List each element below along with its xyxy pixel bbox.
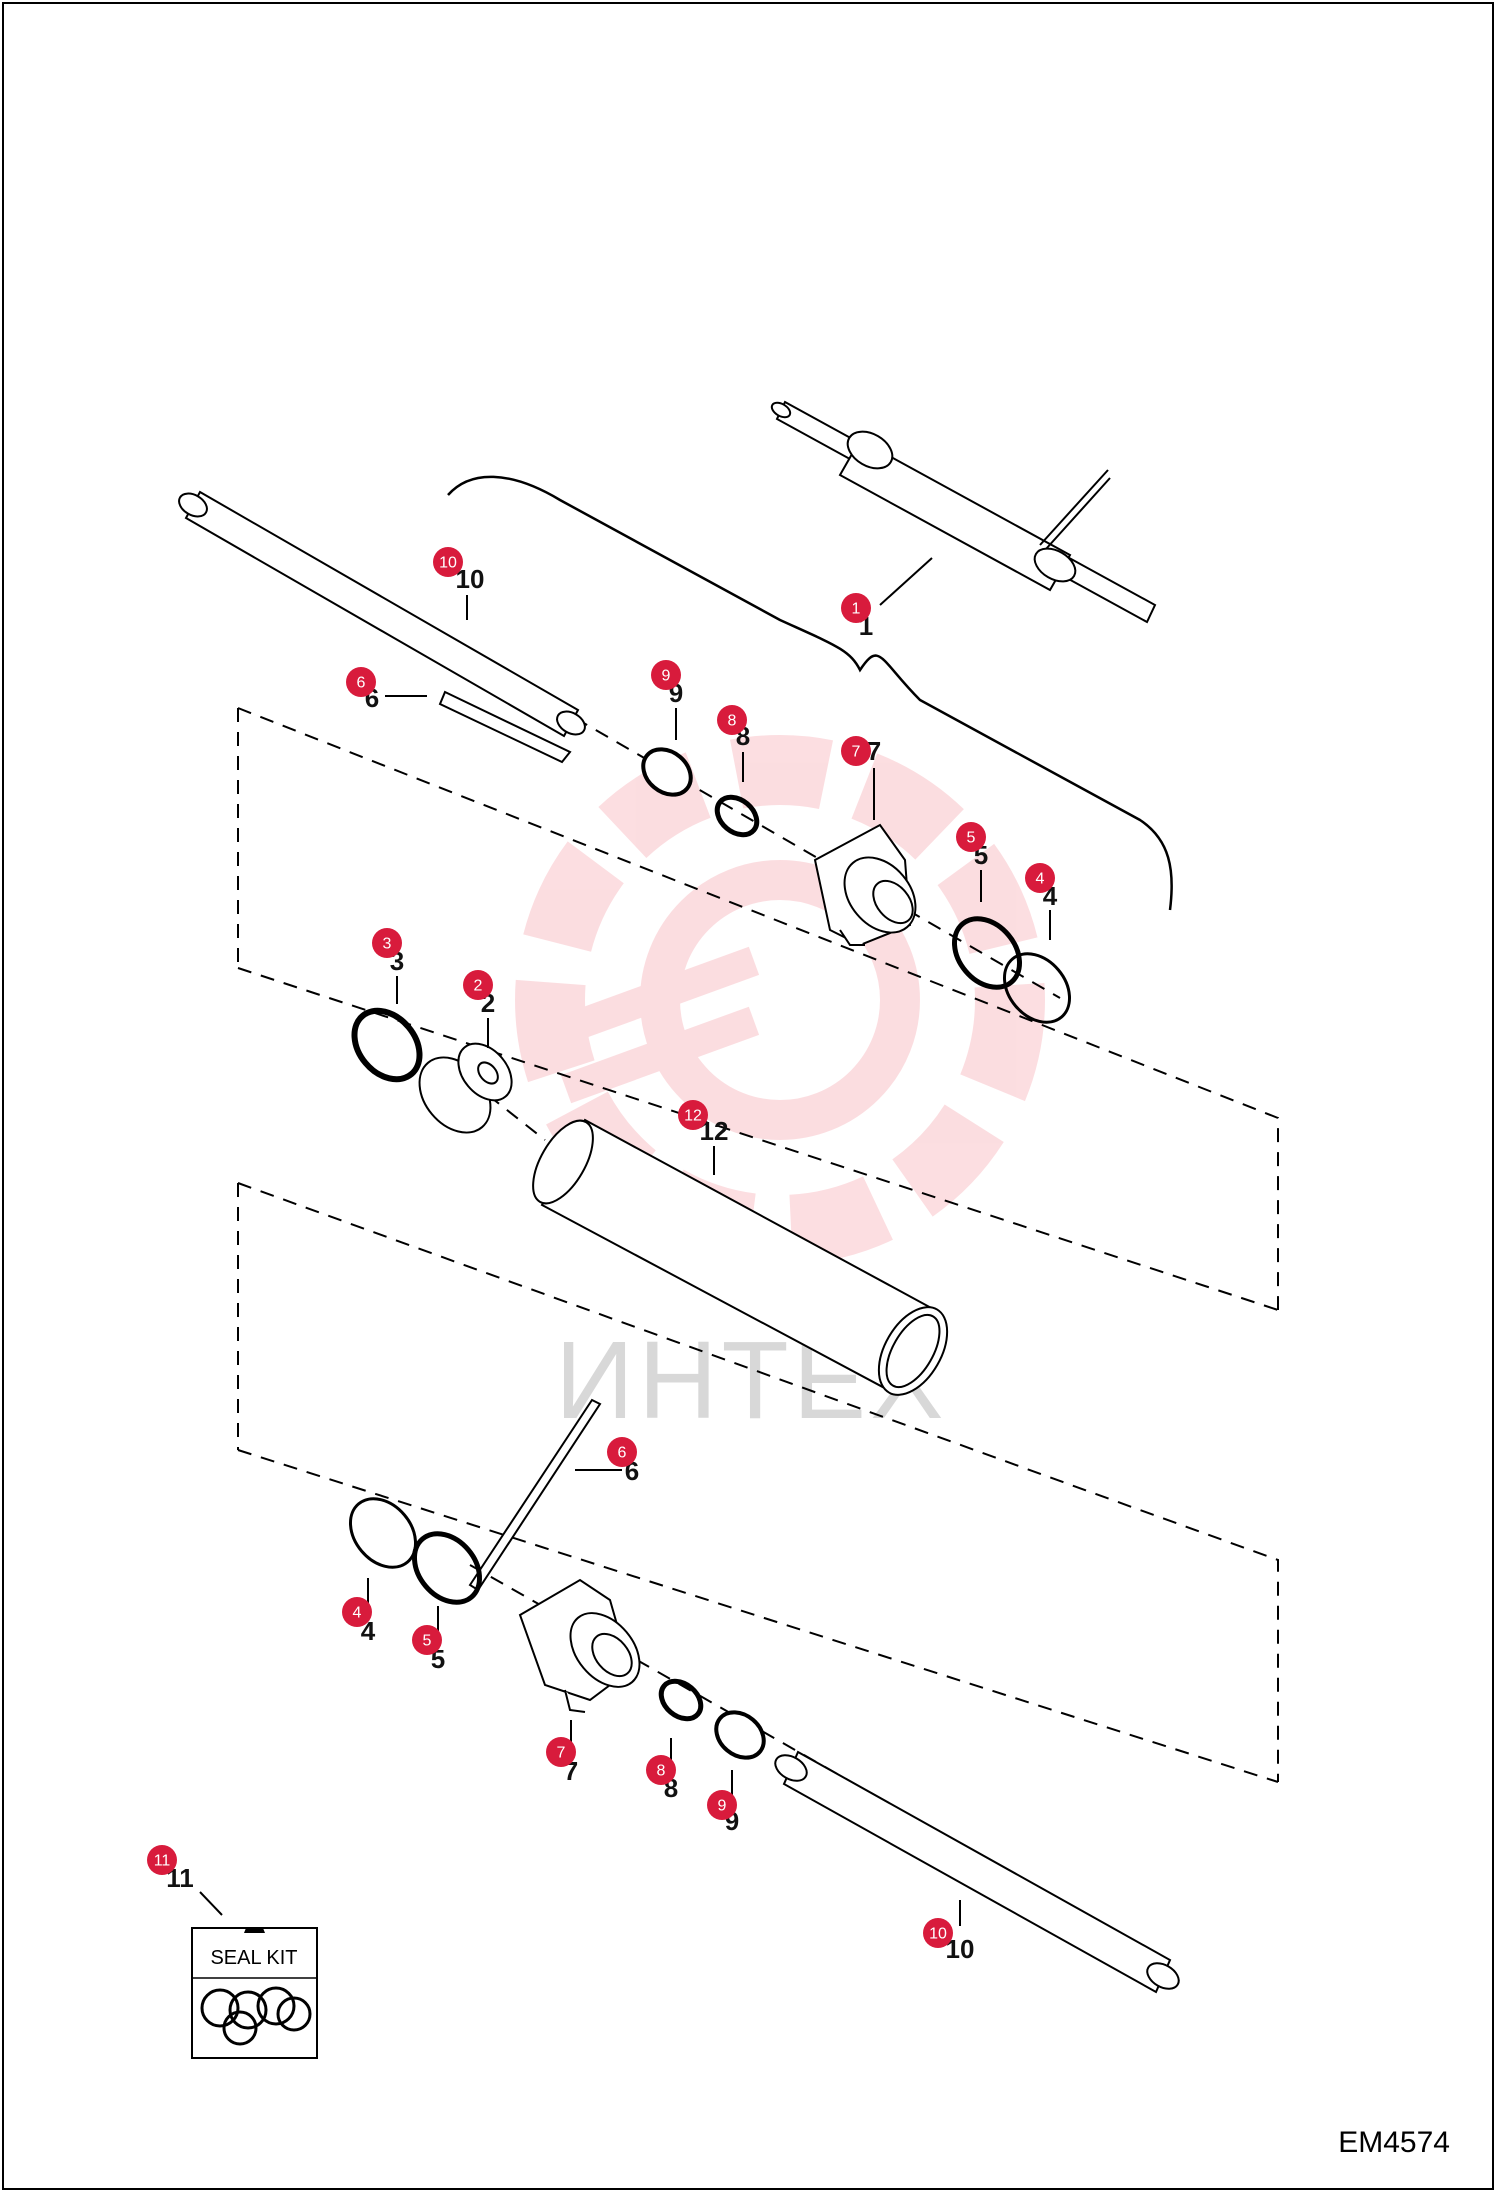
- callout-badge-number: 4: [1036, 871, 1045, 888]
- callout-badge: [546, 1737, 576, 1767]
- seal-kit-label: SEAL KIT: [210, 1947, 297, 1969]
- callout-badge: [607, 1437, 637, 1467]
- callout-c8a: 88: [717, 705, 750, 782]
- leader-line: [199, 1891, 223, 1916]
- key-wire-upper: [438, 690, 572, 764]
- cylinder-barrel: [532, 1118, 949, 1396]
- seal-kit-box: SEAL KIT: [191, 1927, 318, 2059]
- callout-badge-number: 9: [718, 1798, 727, 1815]
- callout-badge-number: 5: [967, 830, 976, 847]
- callout-badge-number: 8: [657, 1763, 666, 1780]
- callout-badge: [956, 822, 986, 852]
- backup-ring-4a: [1002, 952, 1072, 1024]
- piston-rod-upper: [178, 490, 586, 738]
- callout-badge-number: 6: [618, 1445, 627, 1462]
- seal-8b: [658, 1678, 704, 1722]
- backup-ring-4b: [348, 1497, 418, 1569]
- callout-c6a: 66: [346, 667, 427, 713]
- callout-c1: 11: [841, 557, 933, 641]
- cylinder-head-upper: [813, 823, 917, 947]
- ring-3: [351, 1007, 423, 1083]
- piston-rod-lower: [774, 1750, 1180, 1994]
- callout-badge: [678, 1100, 708, 1130]
- o-ring-5b: [411, 1531, 483, 1605]
- callout-c5b: 55: [412, 1606, 445, 1674]
- callout-badge-number: 2: [474, 978, 483, 995]
- callout-badge: [841, 736, 871, 766]
- callout-badge: [463, 970, 493, 1000]
- cylinder-head-lower: [518, 1578, 641, 1713]
- callout-badge-number: 1: [852, 601, 861, 618]
- callout-badge: [412, 1625, 442, 1655]
- callout-badge: [372, 928, 402, 958]
- callout-badge: [717, 705, 747, 735]
- callout-badge-number: 5: [423, 1633, 432, 1650]
- assembled-cylinder: [770, 400, 1157, 624]
- callout-badge: [707, 1790, 737, 1820]
- leader-line: [879, 557, 933, 606]
- callout-c8b: 88: [646, 1738, 678, 1803]
- callout-c3: 33: [372, 928, 404, 1004]
- callout-c6b: 66: [575, 1437, 639, 1486]
- callout-badge-number: 7: [557, 1745, 566, 1762]
- callout-badge: [1025, 863, 1055, 893]
- figure-code: EM4574: [1338, 2126, 1450, 2159]
- o-ring-5a: [951, 916, 1023, 990]
- callout-badge-number: 10: [439, 555, 457, 572]
- callout-c5a: 55: [956, 822, 988, 902]
- callout-badge-number: 11: [154, 1853, 171, 1870]
- callout-c9b: 99: [707, 1770, 739, 1836]
- callout-c7b: 77: [546, 1720, 578, 1786]
- callout-badge: [346, 667, 376, 697]
- callout-badge-number: 7: [852, 744, 861, 761]
- callout-badge: [342, 1597, 372, 1627]
- seal-wiper-9b: [714, 1710, 766, 1760]
- callout-badge: [923, 1918, 953, 1948]
- callout-badge: [646, 1755, 676, 1785]
- callout-badge-number: 8: [728, 713, 737, 730]
- callout-badge-number: 6: [357, 675, 366, 692]
- assembly-brace: [447, 475, 1173, 911]
- piston-2: [418, 1042, 513, 1134]
- callout-c7a: 77: [841, 736, 881, 820]
- seal-kit-rings-icon: [200, 1986, 312, 2046]
- callout-c2: 22: [463, 970, 495, 1048]
- callout-badge-number: 4: [353, 1605, 362, 1622]
- callout-badge-number: 12: [684, 1108, 702, 1125]
- callout-badge: [147, 1845, 177, 1875]
- seal-wiper-9a: [641, 747, 693, 797]
- key-wire-lower: [468, 1398, 602, 1592]
- callout-badge: [651, 660, 681, 690]
- callout-c4a: 44: [1025, 863, 1058, 940]
- callout-badge-number: 9: [662, 668, 671, 685]
- seal-8a: [714, 794, 760, 838]
- callout-badge: [433, 547, 463, 577]
- callout-number-label: 7: [867, 736, 881, 766]
- callout-badge-number: 3: [383, 936, 392, 953]
- callout-c9a: 99: [651, 660, 683, 740]
- callout-badge-number: 10: [929, 1926, 947, 1943]
- callout-badge: [841, 593, 871, 623]
- callout-c4b: 44: [342, 1578, 376, 1646]
